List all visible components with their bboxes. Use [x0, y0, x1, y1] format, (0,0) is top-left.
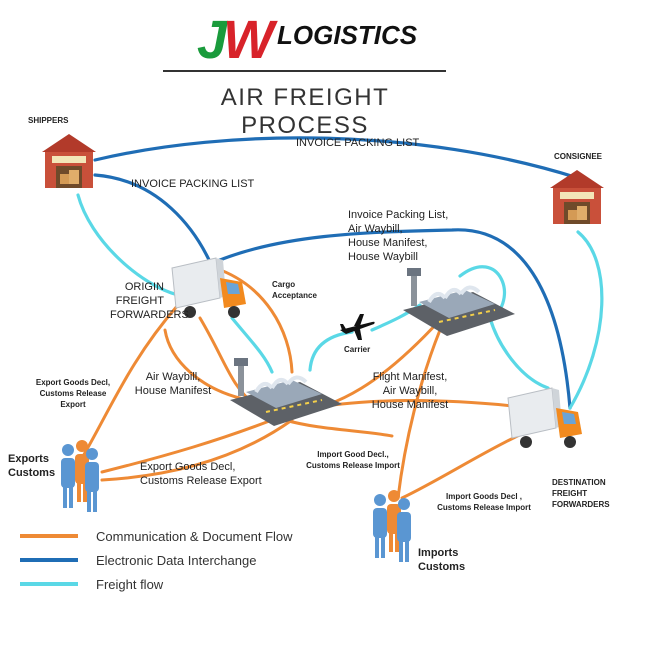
origin-airport-icon	[230, 358, 342, 426]
shippers-label: SHIPPERS	[28, 116, 69, 125]
logo-j: J	[197, 10, 228, 68]
doc-origin-exports	[80, 303, 180, 460]
page-title: AIR FREIGHT PROCESS	[220, 84, 390, 139]
edi-origin-docs	[213, 228, 572, 410]
edi-shippers-consignee	[93, 136, 580, 180]
doc-airport2-imports	[396, 328, 442, 500]
edi-shippers-origin	[93, 173, 212, 264]
jw-logistics-logo: J W LOGISTICS	[197, 10, 418, 68]
doc-origin-airport	[213, 266, 294, 374]
origin-truck-icon	[171, 257, 246, 318]
freight-airport2-dest	[488, 316, 550, 390]
doc-airport-imports	[283, 418, 394, 438]
logo-logistics: LOGISTICS	[277, 20, 418, 50]
legend-label: Freight flow	[96, 576, 164, 592]
shippers-warehouse-icon	[42, 134, 96, 188]
legend-swatch-blue	[20, 558, 78, 562]
export-decl-bottom-label: Export Goods Decl,Customs Release Export	[140, 461, 262, 488]
docs-top-right-label: Invoice Packing List,Air Waybill,House M…	[348, 209, 449, 264]
logo-w: W	[223, 10, 278, 68]
airplane-icon	[340, 314, 375, 340]
consignee-warehouse-icon	[550, 170, 604, 224]
legend-swatch-cyan	[20, 582, 78, 586]
import-decl-center-label: Import Good Decl.,Customs Release Import	[306, 450, 400, 470]
consignee-label: CONSIGNEE	[554, 152, 603, 161]
title-underline	[163, 70, 446, 72]
import-decl-right-label: Import Goods Decl ,Customs Release Impor…	[437, 492, 531, 512]
doc-exports-airport	[100, 418, 274, 474]
freight-shippers-origin	[76, 193, 180, 297]
freight-dest-consignee	[568, 230, 604, 410]
invoice-packing-list-top: INVOICE PACKING LIST	[296, 137, 420, 149]
exports-customs-people-icon	[61, 440, 99, 512]
carrier-label: Carrier	[344, 345, 371, 354]
destination-airport-icon	[403, 268, 515, 336]
legend-item-document-flow: Communication & Document Flow	[20, 526, 293, 546]
freight-origin-airport	[230, 316, 274, 374]
doc-exports-airport2	[100, 418, 294, 482]
doc-airway-left	[163, 328, 250, 402]
destination-truck-icon	[507, 387, 582, 448]
legend-item-edi: Electronic Data Interchange	[20, 550, 256, 570]
air-waybill-left-label: Air Waybill,House Manifest	[134, 371, 212, 398]
legend-item-freight: Freight flow	[20, 574, 163, 594]
invoice-packing-list-left: INVOICE PACKING LIST	[131, 178, 255, 190]
legend-swatch-orange	[20, 534, 78, 538]
legend-label: Electronic Data Interchange	[96, 552, 257, 568]
flight-manifest-label: Flight Manifest,Air Waybill,House Manife…	[371, 371, 449, 412]
legend-label: Communication & Document Flow	[96, 528, 293, 544]
imports-customs-people-icon	[373, 490, 411, 562]
